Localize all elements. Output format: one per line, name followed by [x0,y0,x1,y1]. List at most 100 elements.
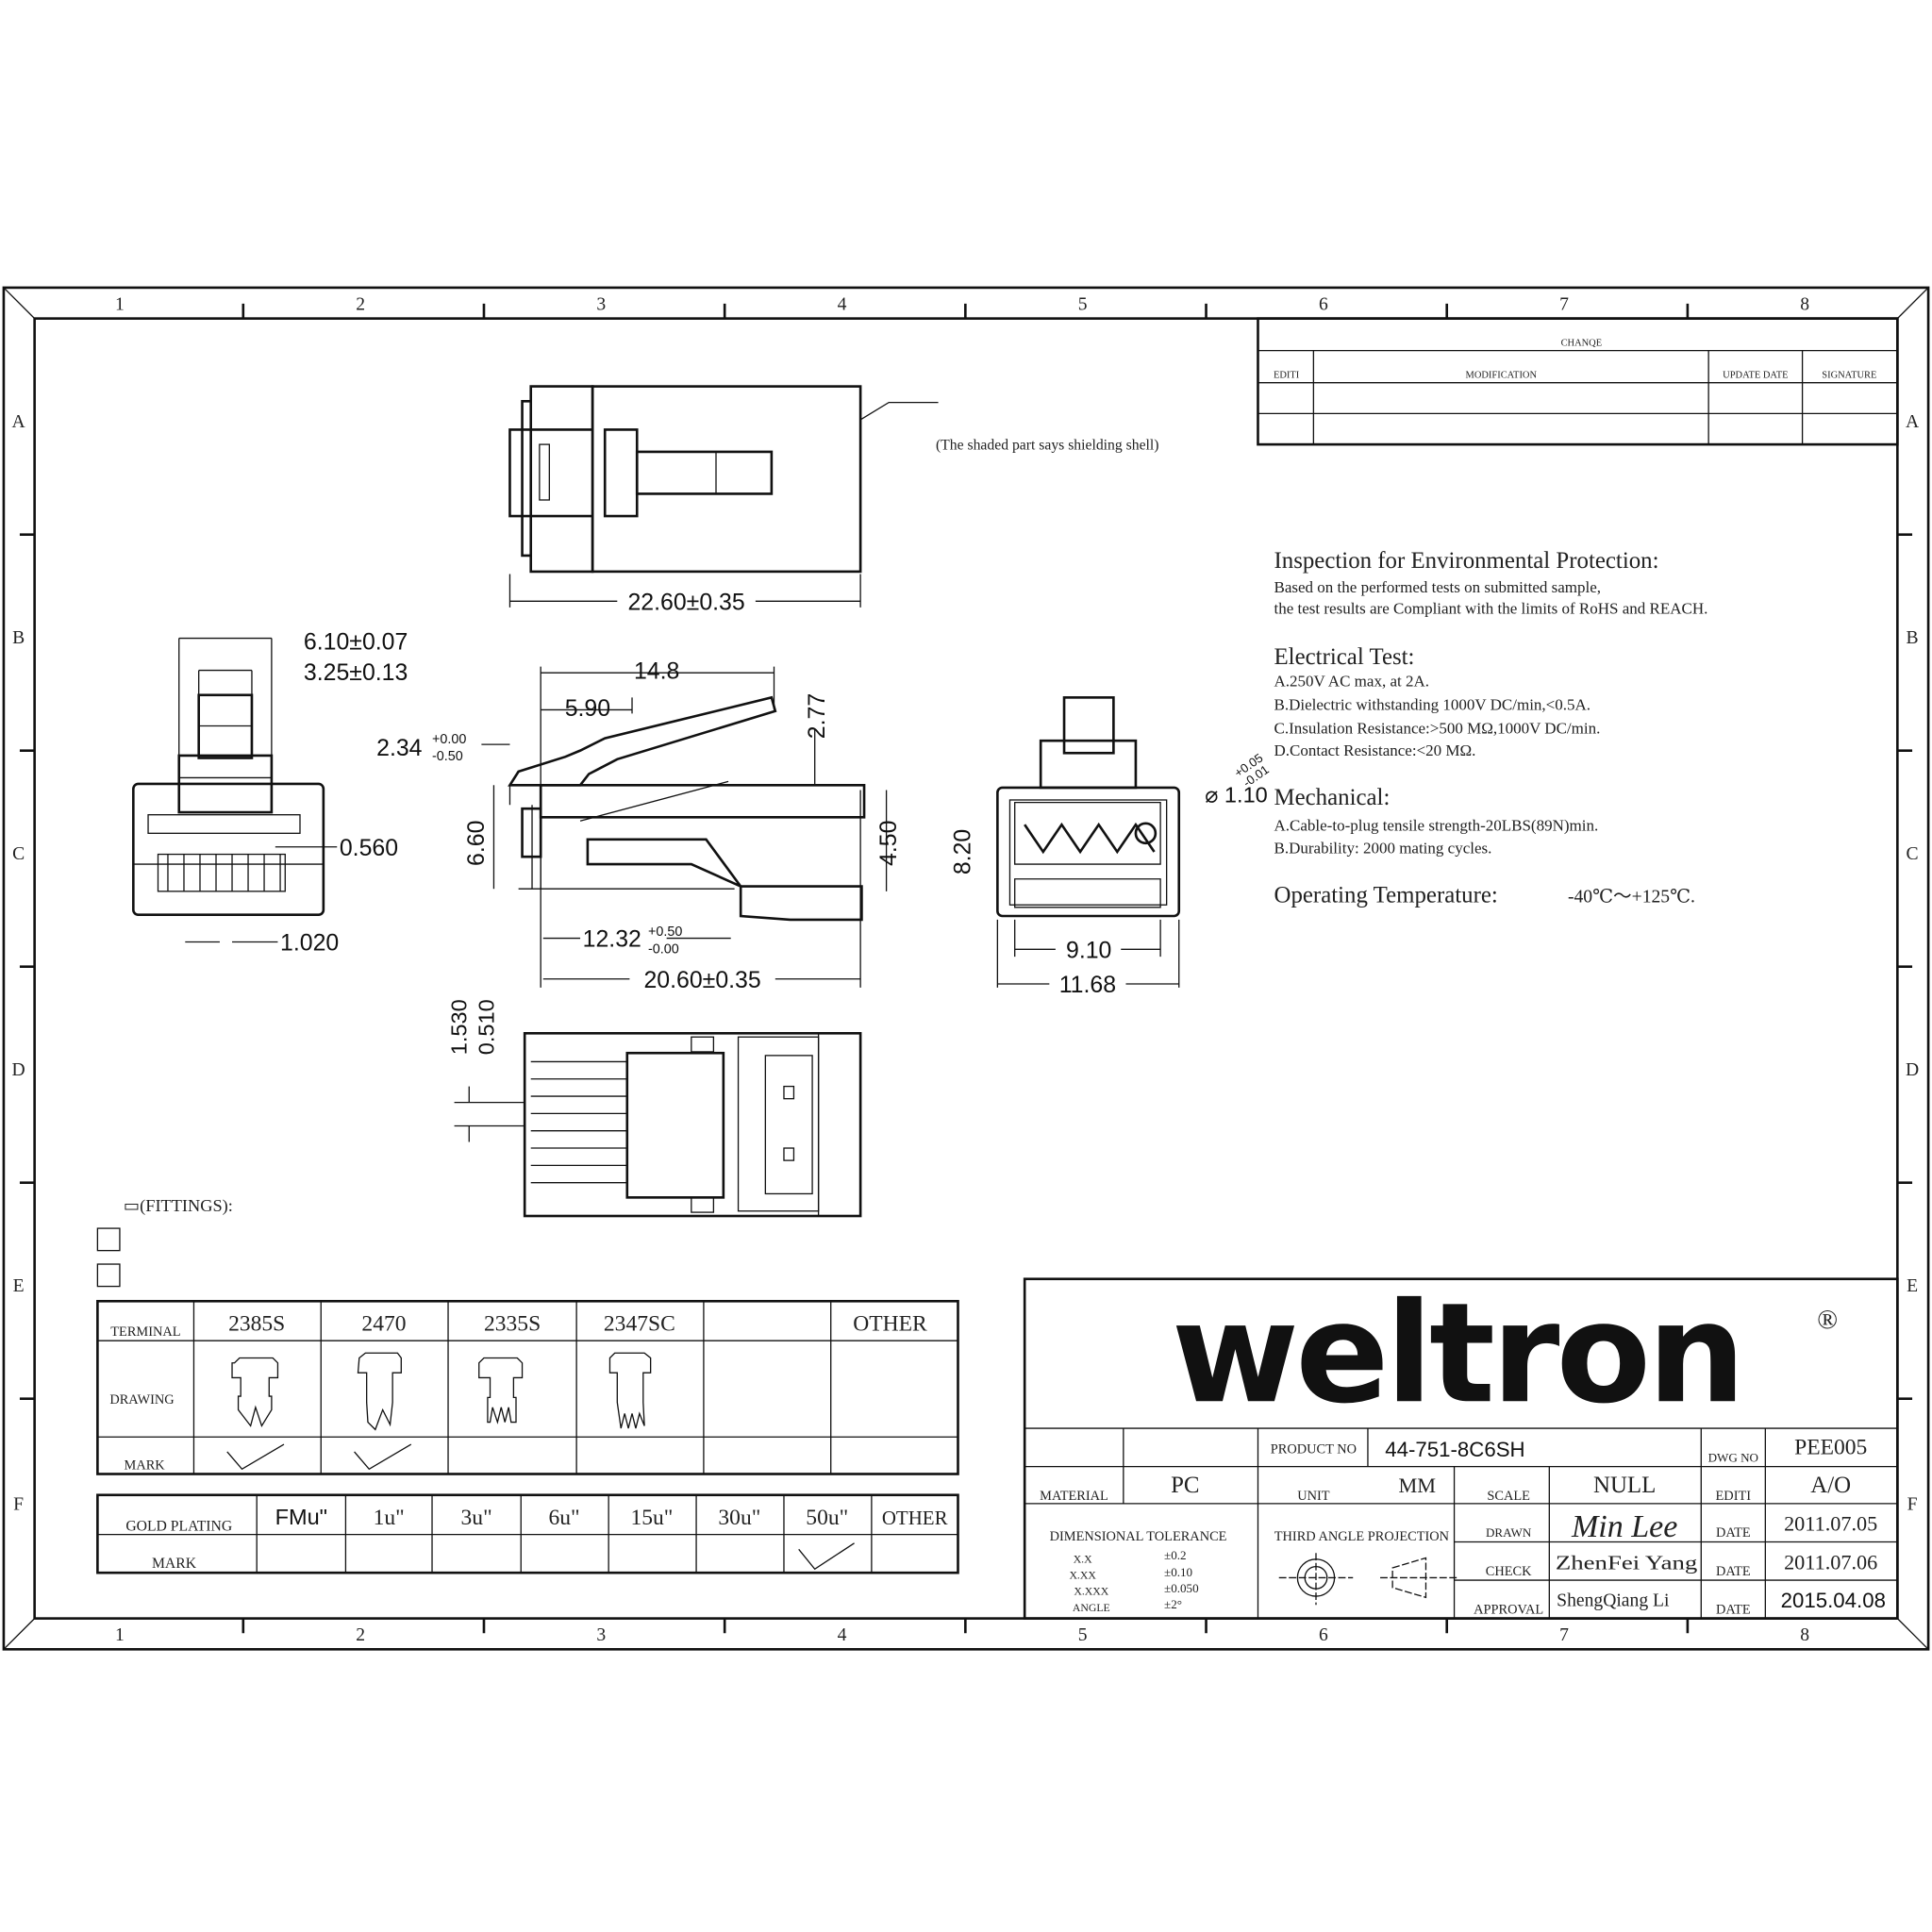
dim-side-2-77: 2.77 [804,693,830,739]
dim-end-8-20: 8.20 [950,829,976,874]
terminal-2347sc: 2347SC [604,1312,675,1337]
dim-side-14-8: 14.8 [634,658,679,685]
elec-title: Electrical Test: [1274,644,1415,670]
dim-latch-width: 3.25±0.13 [304,659,408,686]
svg-text:DRAWN: DRAWN [1486,1525,1532,1540]
fitting-checkbox-2[interactable] [96,1263,121,1288]
svg-text:3: 3 [596,1625,606,1645]
dim-bottom-1-530: 1.530 [447,999,472,1055]
svg-text:B: B [1907,628,1919,648]
scale-value: NULL [1593,1473,1656,1498]
svg-text:D.Contact Resistance:<20 MΩ.: D.Contact Resistance:<20 MΩ. [1274,741,1476,759]
svg-text:ANGLE: ANGLE [1073,1602,1110,1614]
temp-value: -40℃～+125℃. [1568,888,1695,908]
terminal-2347sc-icon [608,1352,652,1429]
row-labels-right: A B C D E F [1906,412,1920,1515]
gold-plating-table: GOLD PLATING MARK FMu" 1u" 3u" 6u" 15u" … [96,1493,959,1574]
edition-value: A/O [1810,1473,1851,1498]
svg-text:MATERIAL: MATERIAL [1040,1489,1108,1504]
specifications: Inspection for Environmental Protection:… [1274,548,1708,908]
change-table: CHANQE EDITI MODIFICATION UPDATE DATE SI… [1257,317,1899,446]
svg-text:THIRD ANGLE PROJECTION: THIRD ANGLE PROJECTION [1274,1529,1450,1544]
dim-side-5-90: 5.90 [565,695,610,722]
dim-bottom-0-510: 0.510 [474,999,498,1055]
svg-text:B.Dielectric withstanding 1000: B.Dielectric withstanding 1000V DC/min,<… [1274,695,1591,713]
svg-text:APPROVAL: APPROVAL [1474,1602,1543,1617]
check-date: 2011.07.06 [1784,1550,1877,1574]
svg-text:EDITI: EDITI [1274,370,1300,380]
svg-text:2: 2 [356,294,365,314]
check-mark-icon [226,1443,285,1471]
svg-text:C: C [12,844,25,864]
dim-end-diameter: ⌀ 1.10 [1205,783,1268,808]
svg-text:±2°: ±2° [1164,1597,1182,1611]
dim-top-length: 22.60±0.35 [627,589,744,615]
svg-text:1: 1 [115,294,125,314]
dim-end-9-10: 9.10 [1066,937,1111,963]
svg-text:E: E [1907,1276,1918,1296]
svg-text:5: 5 [1078,294,1088,314]
mech-title: Mechanical: [1274,785,1391,810]
svg-text:6: 6 [1319,1625,1328,1645]
dim-side-12-32: 12.32 [583,926,641,953]
approval-date: 2015.04.08 [1781,1589,1886,1612]
dim-end-11-68: 11.68 [1059,972,1116,998]
svg-text:-0.50: -0.50 [432,749,463,764]
svg-text:±0.2: ±0.2 [1164,1548,1187,1562]
terminal-2335s: 2335S [484,1312,541,1337]
terminal-2385s: 2385S [228,1312,285,1337]
svg-text:1: 1 [115,1625,125,1645]
svg-text:30u": 30u" [718,1506,760,1530]
column-labels-top: 1 2 3 4 5 6 7 8 [115,294,1809,314]
svg-text:8: 8 [1800,294,1809,314]
svg-text:Based on the performed tests o: Based on the performed tests on submitte… [1274,578,1602,596]
svg-text:GOLD PLATING: GOLD PLATING [125,1519,232,1535]
fitting-checkbox-1[interactable] [96,1227,121,1252]
svg-text:MARK: MARK [152,1556,197,1572]
svg-text:6u": 6u" [548,1506,579,1530]
svg-text:C.Insulation Resistance:>500 M: C.Insulation Resistance:>500 MΩ,1000V DC… [1274,719,1601,737]
svg-text:3u": 3u" [461,1506,492,1530]
svg-text:MODIFICATION: MODIFICATION [1466,370,1538,380]
svg-text:X.X: X.X [1074,1554,1092,1566]
fittings: ▭(FITTINGS): [96,1196,233,1288]
svg-text:-0.00: -0.00 [648,941,679,957]
svg-text:UPDATE DATE: UPDATE DATE [1723,370,1788,380]
drawing-frame [2,286,1930,1651]
svg-text:CHECK: CHECK [1486,1564,1532,1579]
svg-text:DWG NO: DWG NO [1708,1450,1758,1464]
svg-text:1u": 1u" [374,1506,405,1530]
svg-text:X.XXX: X.XXX [1074,1586,1108,1598]
drawn-signature: Min Lee [1571,1509,1677,1544]
side-view-drawing: 14.8 5.90 2.77 2.34 +0.00 -0.50 6.60 4.5… [376,658,902,993]
svg-text:6: 6 [1319,294,1328,314]
check-mark-icon [798,1542,855,1571]
svg-text:UNIT: UNIT [1297,1489,1330,1504]
svg-text:5: 5 [1078,1625,1088,1645]
svg-text:E: E [13,1276,25,1296]
registered-mark: ® [1817,1305,1838,1335]
dim-side-2-34: 2.34 [376,735,423,761]
end-view-drawing: ⌀ 1.10 +0.05 -0.01 8.20 9.10 11.68 [950,696,1272,998]
svg-text:A.Cable-to-plug tensile stren: A.Cable-to-plug tensile strength-20LBS(8… [1274,817,1599,835]
dim-pitch-small: 0.560 [340,835,398,861]
weltron-logo: weltron [1172,1273,1742,1434]
svg-text:MARK: MARK [125,1457,166,1473]
svg-text:X.XX: X.XX [1069,1570,1096,1582]
svg-text:±0.10: ±0.10 [1164,1565,1193,1579]
top-view-drawing: (The shaded part says shielding shell) 2… [508,385,1159,615]
svg-text:B.Durability: 2000 mating cycl: B.Durability: 2000 mating cycles. [1274,839,1492,857]
terminal-table: TERMINAL DRAWING MARK 2385S 2470 2335S 2… [96,1299,959,1475]
product-number: 44-751-8C6SH [1385,1438,1524,1461]
svg-text:the test results are Compliant: the test results are Compliant with the … [1274,599,1708,617]
terminal-other: OTHER [853,1312,927,1337]
terminal-2470-icon [357,1352,402,1431]
svg-text:DRAWING: DRAWING [109,1392,174,1407]
check-mark-icon [354,1443,412,1471]
svg-text:OTHER: OTHER [882,1507,948,1529]
svg-text:A: A [12,412,26,432]
dim-pitch-large: 1.020 [280,930,339,957]
svg-text:TERMINAL: TERMINAL [110,1324,180,1340]
terminal-2385s-icon [231,1357,279,1428]
svg-text:2: 2 [356,1625,365,1645]
